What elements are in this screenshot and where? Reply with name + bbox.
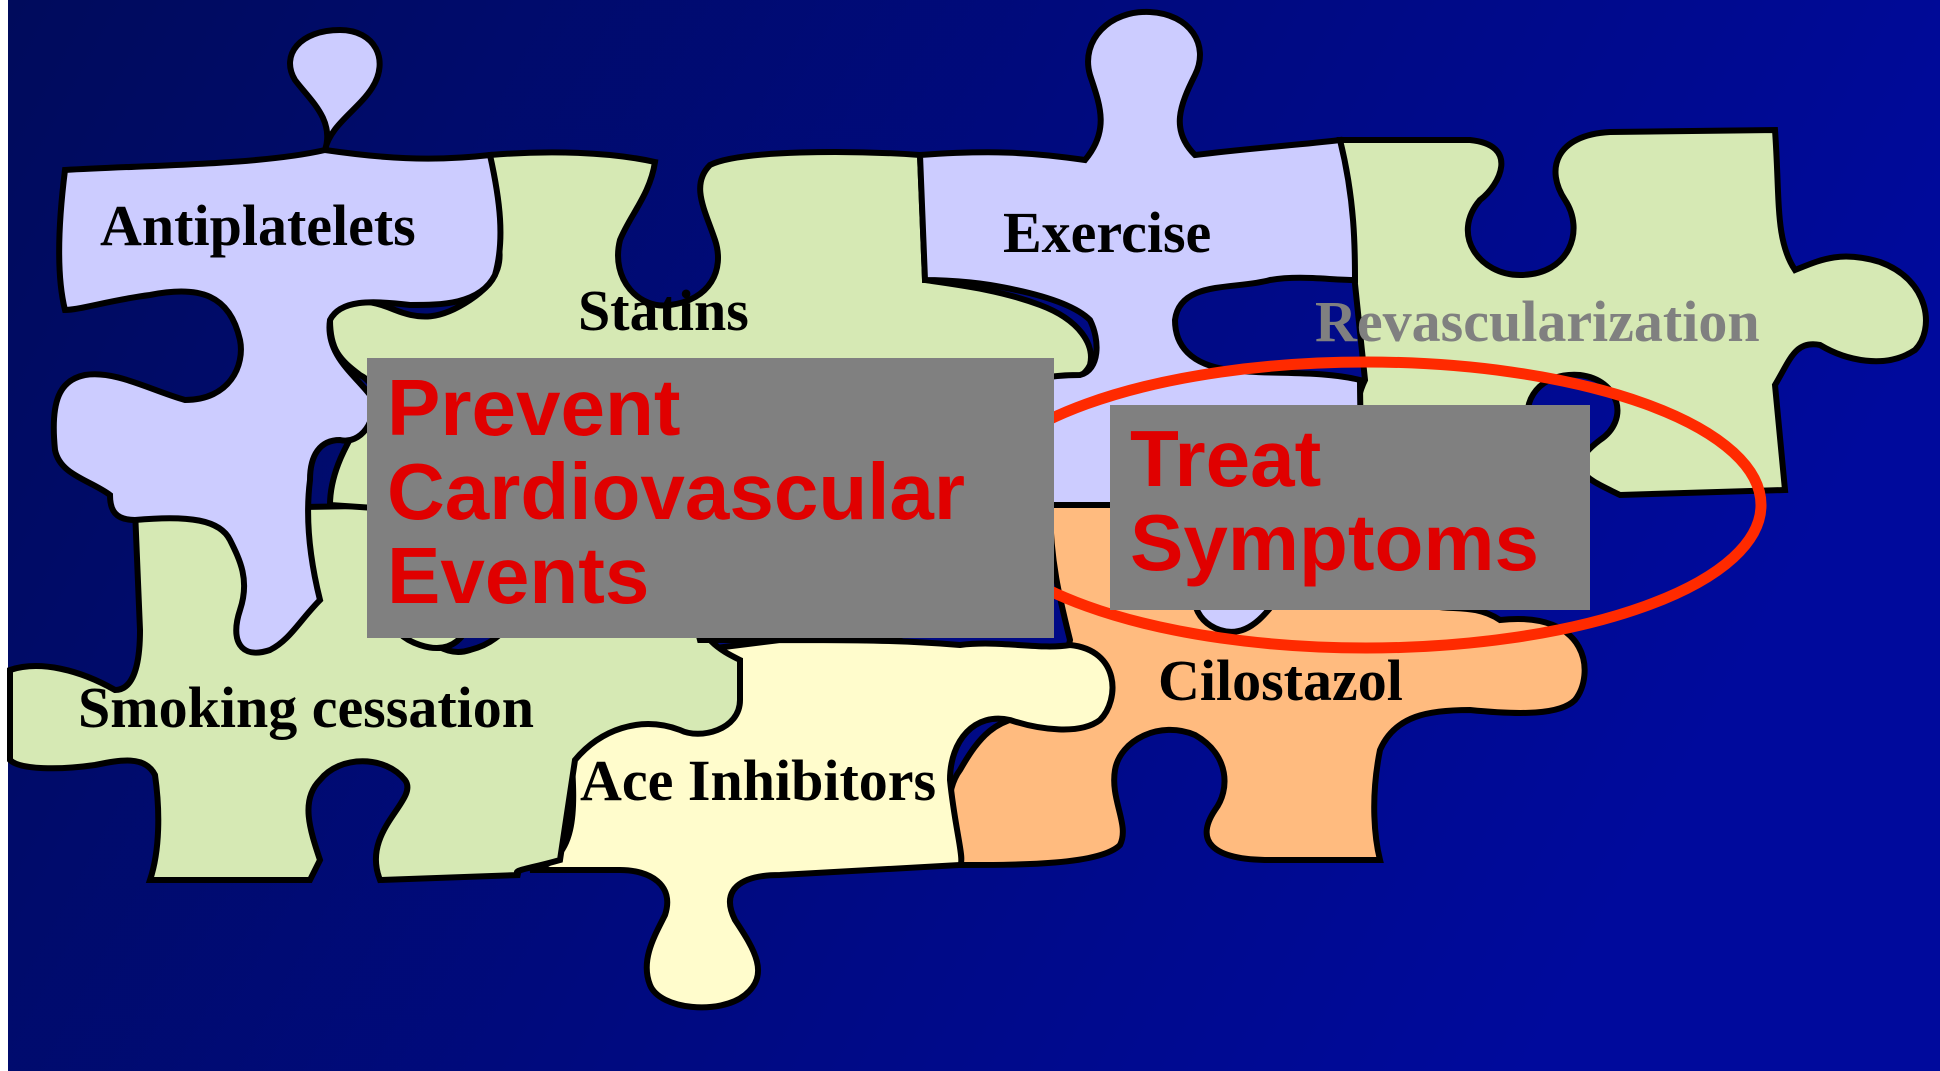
label-statins: Statins <box>578 278 749 343</box>
treat-symptoms-callout: Treat Symptoms <box>1110 405 1590 610</box>
label-smoking-cessation: Smoking cessation <box>78 675 534 740</box>
prevent-callout-line-1: Prevent <box>387 366 1034 450</box>
prevent-callout-line-3: Events <box>387 534 1034 618</box>
prevent-callout-line-2: Cardiovascular <box>387 450 1034 534</box>
treat-callout-line-2: Symptoms <box>1130 501 1570 585</box>
label-antiplatelets: Antiplatelets <box>100 193 416 258</box>
treat-callout-line-1: Treat <box>1130 417 1570 501</box>
prevent-events-callout: Prevent Cardiovascular Events <box>367 358 1054 638</box>
label-revascularization: Revascularization <box>1315 289 1760 354</box>
label-exercise: Exercise <box>1003 200 1211 265</box>
label-ace-inhibitors: Ace Inhibitors <box>580 748 936 813</box>
label-cilostazol: Cilostazol <box>1158 648 1403 713</box>
